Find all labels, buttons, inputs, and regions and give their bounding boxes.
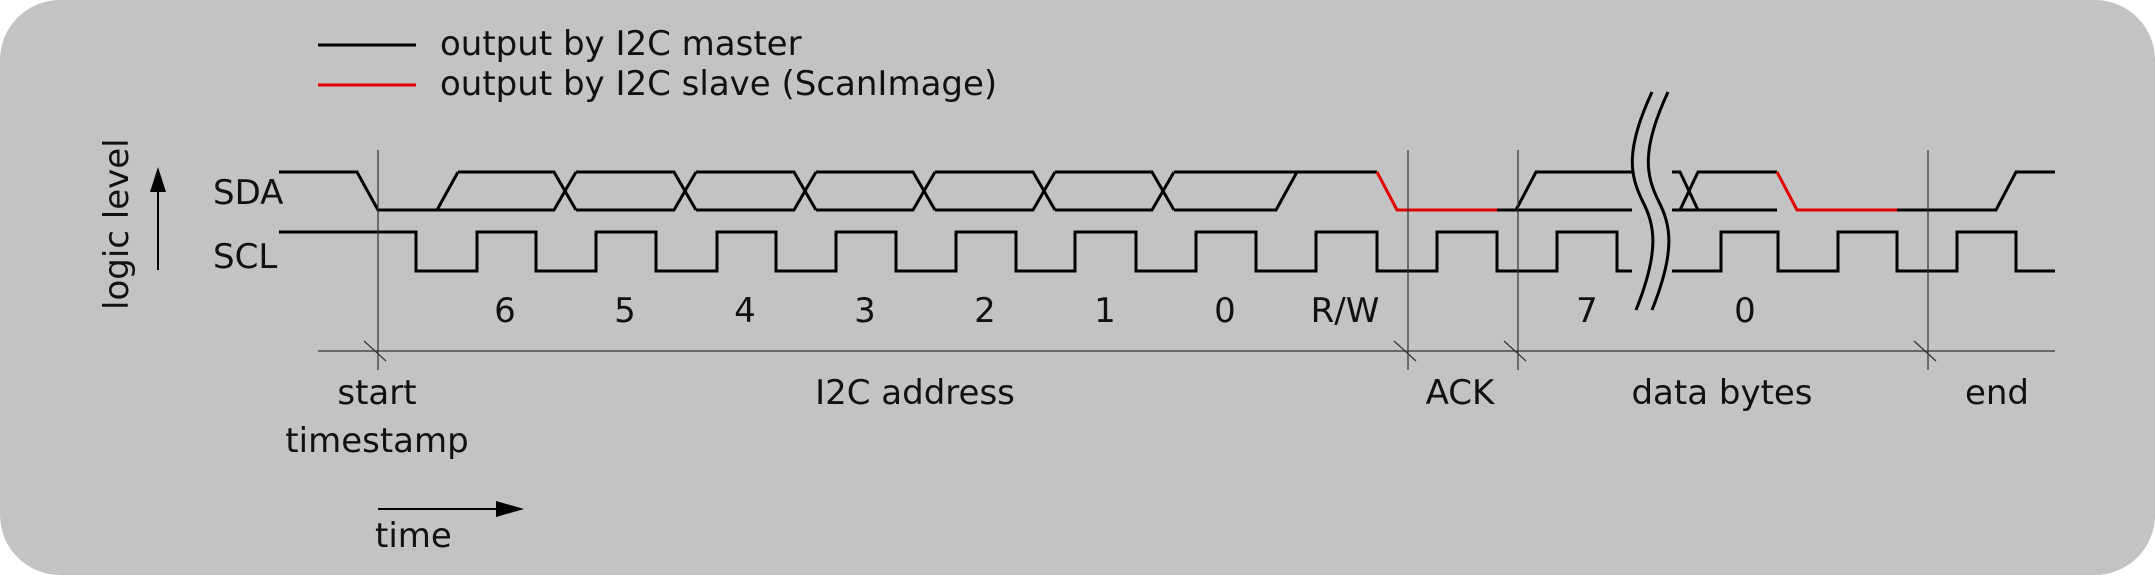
section-address-label: I2C address (815, 373, 1015, 413)
scl-waveform (279, 230, 2055, 273)
sda-bit-high (935, 170, 1057, 211)
sda-bit-high (1055, 170, 1176, 211)
sda-bit-low (696, 171, 818, 212)
sda-bit-low (576, 171, 698, 212)
sda-transition (435, 171, 460, 211)
legend-master-label: output by I2C master (440, 24, 802, 64)
sda-bit-high (576, 170, 698, 211)
section-tick (363, 340, 387, 362)
bit-label: 6 (494, 291, 516, 331)
sda-bit-high (696, 170, 818, 211)
bit-label: 7 (1576, 291, 1598, 331)
sda-bit-low (1055, 171, 1176, 212)
sda-stop-condition (1897, 170, 2055, 212)
section-tick (1393, 340, 1417, 362)
sda-bit-low (378, 171, 578, 212)
section-data-label: data bytes (1631, 373, 1812, 413)
sda-bit-low (1174, 171, 1299, 212)
sda-data-high (1497, 170, 1636, 212)
section-tick (1503, 340, 1527, 362)
bit-label: 2 (974, 291, 996, 331)
scl-label: SCL (213, 237, 277, 277)
section-timestamp-label: timestamp (285, 421, 468, 461)
x-axis-label: time (375, 516, 452, 556)
arrow-up-icon (150, 167, 166, 192)
bit-label: 0 (1734, 291, 1756, 331)
bit-label: 0 (1214, 291, 1236, 331)
section-tick (1913, 340, 1937, 362)
arrow-right-icon (496, 501, 524, 517)
bit-label: 1 (1094, 291, 1116, 331)
section-start-label: start (337, 373, 416, 413)
y-axis-label: logic level (97, 138, 137, 310)
sda-bit-high (816, 170, 937, 211)
section-ack-label: ACK (1426, 373, 1496, 413)
legend-slave-label: output by I2C slave (ScanImage) (440, 64, 997, 104)
sda-ack-slave (1375, 171, 1497, 212)
sda-bit-high (458, 170, 578, 211)
sda-bit-low (935, 171, 1057, 212)
break-line (1646, 91, 1671, 311)
sda-bit-low (816, 171, 937, 212)
break-line (1630, 91, 1655, 311)
sda-slave-output (1775, 171, 1897, 212)
sda-label: SDA (213, 173, 283, 213)
section-end-label: end (1965, 373, 2029, 413)
bit-label: 5 (614, 291, 636, 331)
bit-label: R/W (1311, 291, 1380, 331)
bit-label: 3 (854, 291, 876, 331)
bit-label: 4 (734, 291, 756, 331)
